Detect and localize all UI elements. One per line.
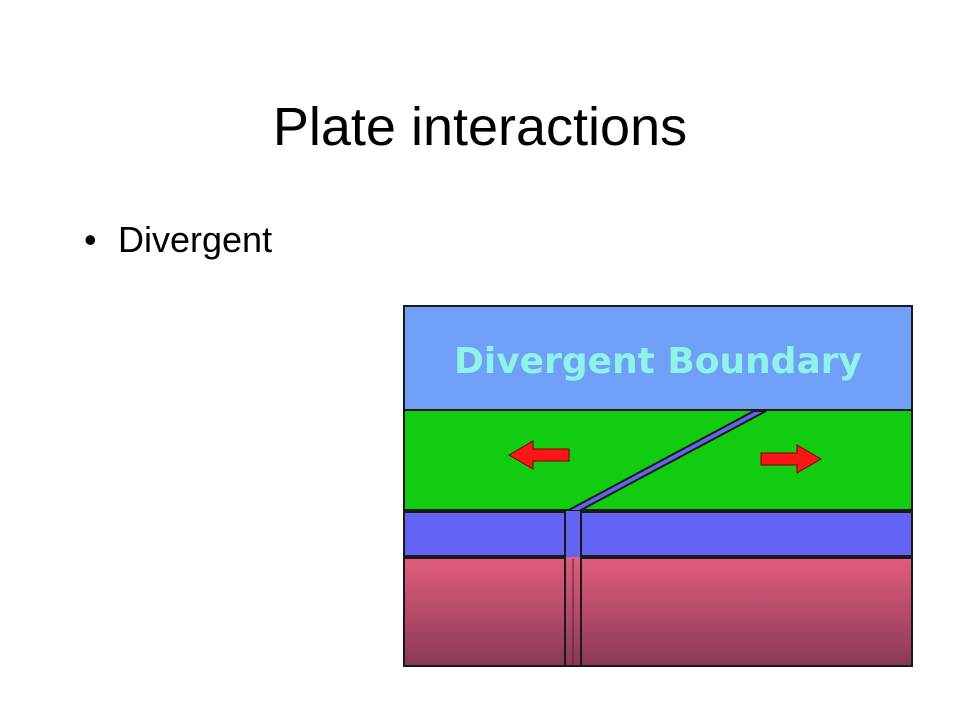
bullet-dot-icon: • (84, 219, 97, 260)
crust-band (405, 411, 911, 509)
mantle-band (405, 559, 911, 665)
arrow-right-icon (760, 444, 822, 474)
divergent-boundary-diagram: Divergent Boundary (403, 305, 913, 667)
sky-band (405, 307, 911, 409)
diagram-svg: Divergent Boundary (405, 307, 911, 665)
rift-gap-lithosphere (566, 511, 580, 557)
bullet-item-divergent: • Divergent (84, 218, 272, 262)
bullet-text: Divergent (118, 219, 273, 260)
bullet-list: • Divergent (84, 218, 272, 262)
diagram-label: Divergent Boundary (454, 341, 862, 382)
slide-title: Plate interactions (272, 97, 688, 157)
arrow-left-icon (508, 440, 570, 470)
lithosphere-band (405, 513, 911, 555)
